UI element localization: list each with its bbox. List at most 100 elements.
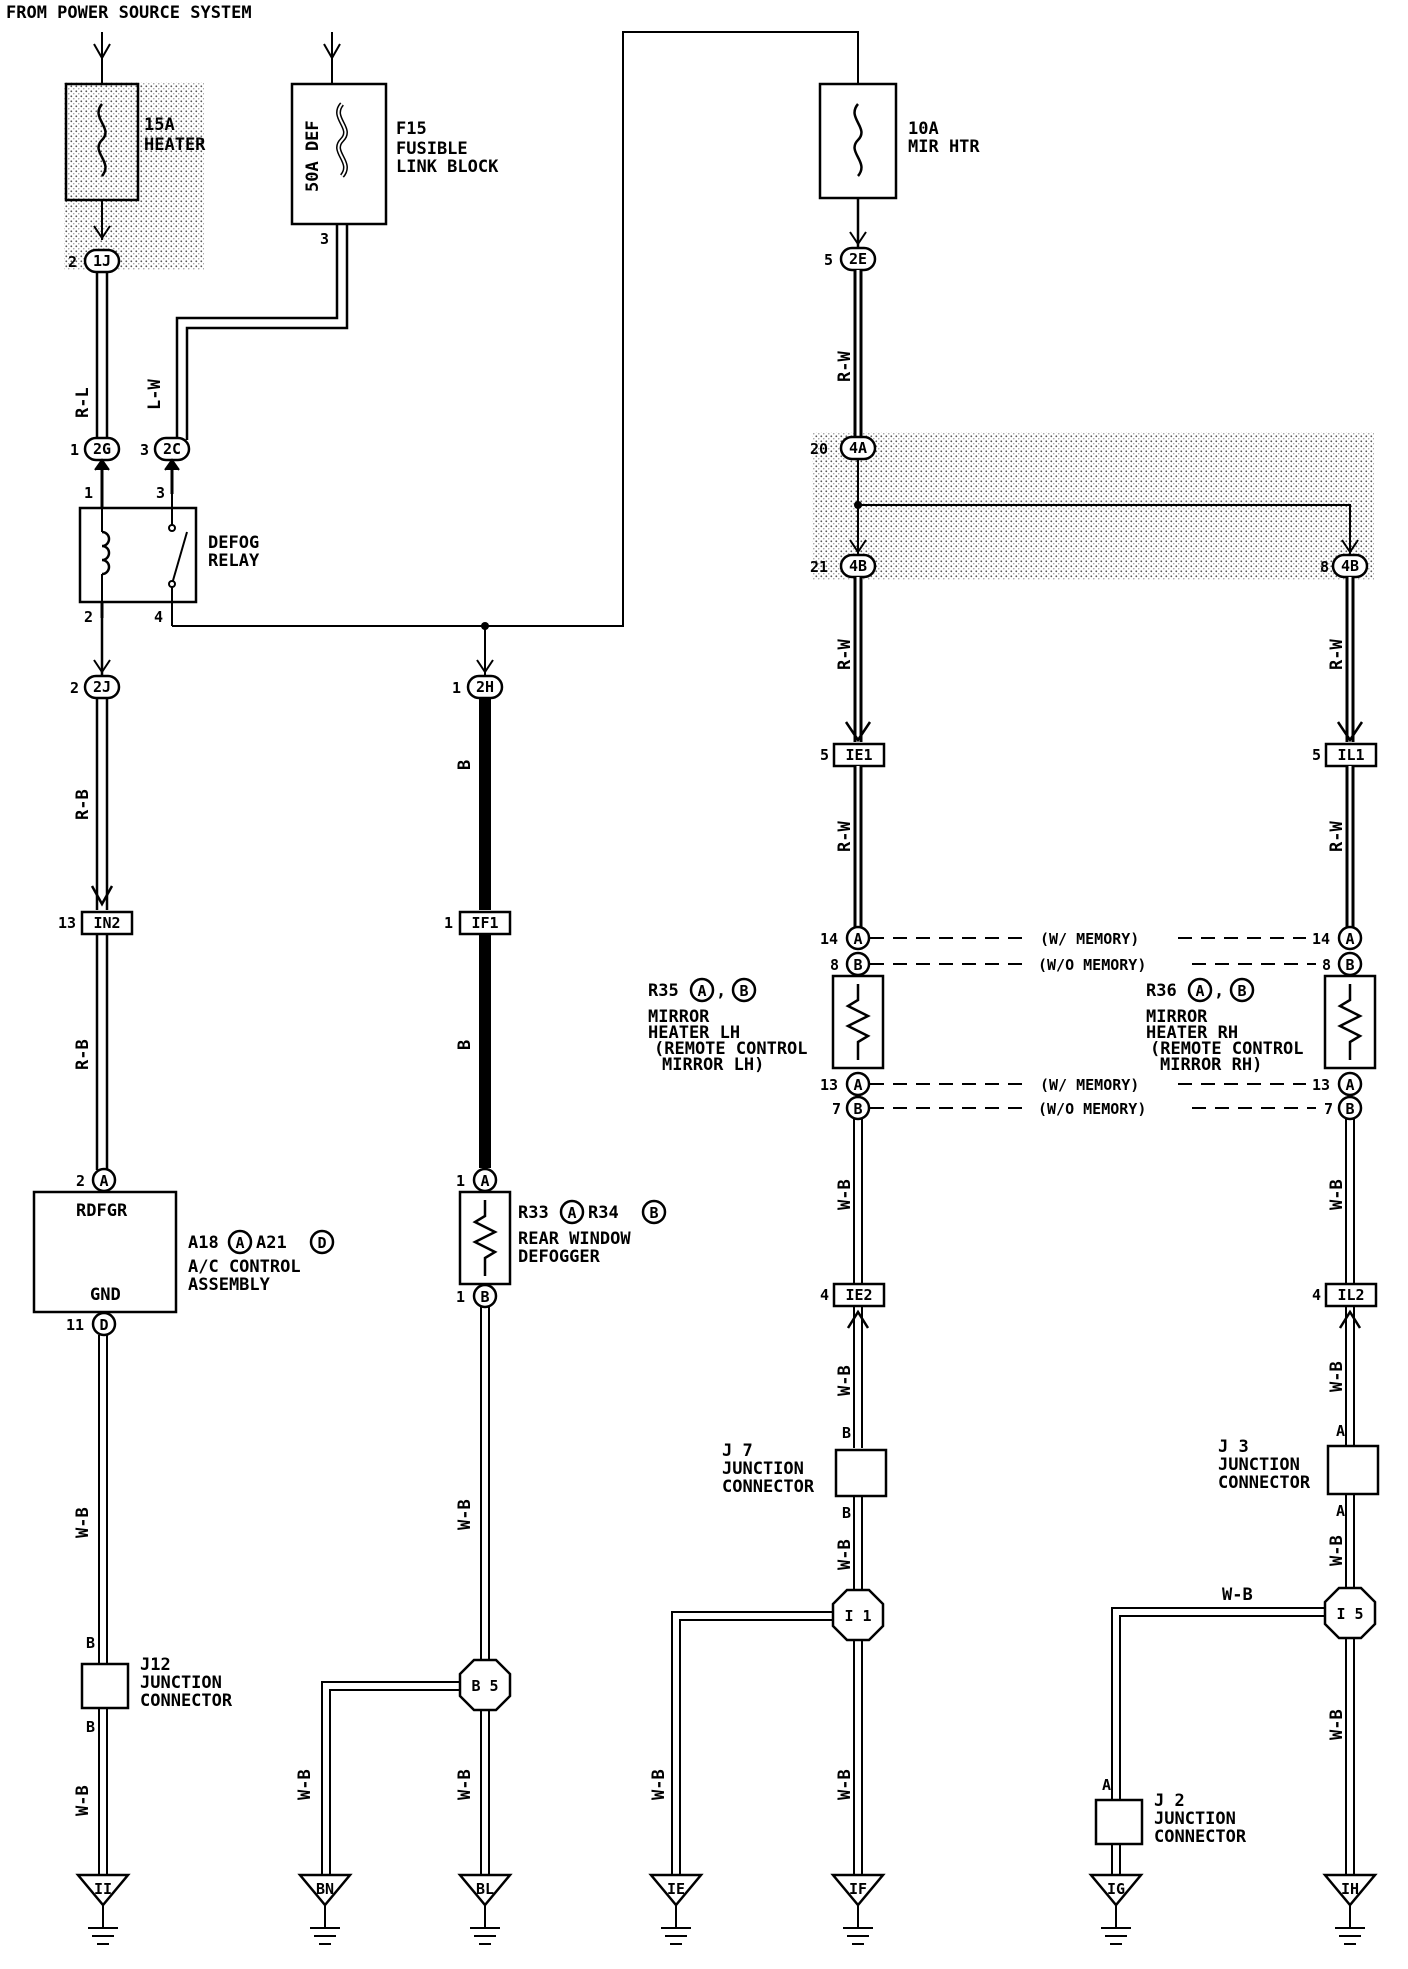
svg-text:IL2: IL2 <box>1337 1286 1364 1304</box>
svg-text:7: 7 <box>1324 1100 1333 1118</box>
fuse-heater <box>64 82 140 202</box>
svg-text:B: B <box>86 1634 95 1652</box>
svg-text:W-B: W-B <box>835 1539 855 1570</box>
svg-text:R-W: R-W <box>1327 821 1347 852</box>
fuse-heater-rating: 15A <box>144 115 175 135</box>
svg-text:B: B <box>86 1718 95 1736</box>
double-arrow-icon <box>1336 721 1364 743</box>
svg-text:A: A <box>853 930 862 948</box>
connector-IL2 <box>1324 1282 1378 1308</box>
wire-label-rw: R-W <box>835 351 855 382</box>
connector-2J <box>83 674 121 700</box>
svg-text:14: 14 <box>820 930 838 948</box>
svg-text:W-B: W-B <box>1327 1179 1347 1210</box>
svg-text:JUNCTION: JUNCTION <box>722 1459 804 1479</box>
svg-text:(W/O MEMORY): (W/O MEMORY) <box>1038 1100 1146 1118</box>
double-arrow-icon <box>90 885 114 907</box>
svg-text:4: 4 <box>820 1286 829 1304</box>
svg-text:W-B: W-B <box>835 1179 855 1210</box>
svg-text:A: A <box>235 1234 244 1252</box>
svg-text:13: 13 <box>1312 1076 1330 1094</box>
svg-text:2: 2 <box>76 1172 85 1190</box>
wire-label-rl: R-L <box>73 387 93 418</box>
svg-text:B: B <box>853 1100 862 1118</box>
svg-text:7: 7 <box>832 1100 841 1118</box>
svg-text:2: 2 <box>84 608 93 626</box>
fuse-icon <box>853 103 863 177</box>
svg-text:1: 1 <box>70 441 79 459</box>
svg-text:CONNECTOR: CONNECTOR <box>1218 1473 1311 1493</box>
svg-text:CONNECTOR: CONNECTOR <box>722 1477 815 1497</box>
svg-text:JUNCTION: JUNCTION <box>1154 1809 1236 1829</box>
svg-text:A: A <box>1345 930 1354 948</box>
svg-text:BN: BN <box>316 1880 334 1898</box>
svg-text:A: A <box>1195 982 1204 1000</box>
svg-text:R34: R34 <box>588 1203 619 1223</box>
svg-text:W-B: W-B <box>1327 1709 1347 1740</box>
svg-text:J 7: J 7 <box>722 1441 753 1461</box>
svg-text:A: A <box>1102 1776 1111 1794</box>
svg-text:R-W: R-W <box>835 821 855 852</box>
svg-text:RDFGR: RDFGR <box>76 1201 128 1221</box>
svg-text:B: B <box>853 956 862 974</box>
svg-text:B: B <box>1345 1100 1354 1118</box>
svg-text:FUSIBLE: FUSIBLE <box>396 139 468 159</box>
svg-text:JUNCTION: JUNCTION <box>1218 1455 1300 1475</box>
fuse-mir-rating: 10A <box>908 119 939 139</box>
ground-BN <box>297 1873 353 1907</box>
svg-text:A: A <box>1345 1076 1354 1094</box>
svg-text:2: 2 <box>68 253 77 271</box>
svg-text:IE: IE <box>667 1880 685 1898</box>
svg-text:4A: 4A <box>849 439 867 457</box>
svg-text:5: 5 <box>820 746 829 764</box>
svg-text:W-B: W-B <box>835 1769 855 1800</box>
svg-text:IH: IH <box>1341 1880 1359 1898</box>
svg-text:(W/ MEMORY): (W/ MEMORY) <box>1040 1076 1139 1094</box>
svg-text:8: 8 <box>1322 956 1331 974</box>
svg-text:J 3: J 3 <box>1218 1437 1249 1457</box>
svg-text:A: A <box>1336 1502 1345 1520</box>
svg-text:J 2: J 2 <box>1154 1791 1185 1811</box>
svg-text:D: D <box>99 1316 108 1334</box>
ground-IF <box>830 1873 886 1907</box>
svg-text:(REMOTE CONTROL: (REMOTE CONTROL <box>1150 1039 1304 1059</box>
svg-text:DEFOG: DEFOG <box>208 533 259 553</box>
svg-text:W-B: W-B <box>1222 1585 1253 1605</box>
svg-text:B: B <box>1237 982 1246 1000</box>
svg-text:B: B <box>842 1504 851 1522</box>
svg-text:R36: R36 <box>1146 981 1177 1001</box>
fuse-def-rating: 50A DEF <box>303 120 323 192</box>
svg-text:5: 5 <box>1312 746 1321 764</box>
svg-text:A: A <box>697 982 706 1000</box>
svg-text:1: 1 <box>456 1172 465 1190</box>
w-memory-label: (W/ MEMORY) <box>1040 930 1139 948</box>
arrow-down-icon <box>1341 539 1359 554</box>
svg-text:MIRROR: MIRROR <box>648 1007 710 1027</box>
fuse-def-id: F15 <box>396 119 427 139</box>
svg-text:W-B: W-B <box>1327 1361 1347 1392</box>
double-arrow-icon <box>844 721 872 743</box>
svg-text:I 5: I 5 <box>1336 1605 1363 1623</box>
svg-text:W-B: W-B <box>1327 1535 1347 1566</box>
svg-text:A: A <box>853 1076 862 1094</box>
svg-text:8: 8 <box>830 956 839 974</box>
junction-j7 <box>834 1448 888 1498</box>
arrow-down-icon <box>93 225 111 240</box>
svg-text:2H: 2H <box>476 678 494 696</box>
svg-text:1: 1 <box>84 484 93 502</box>
svg-text:A: A <box>480 1172 489 1190</box>
svg-text:A21: A21 <box>256 1233 287 1253</box>
splice-i5 <box>1323 1586 1377 1640</box>
svg-text:MIRROR LH): MIRROR LH) <box>662 1055 764 1075</box>
svg-text:IF: IF <box>849 1880 867 1898</box>
fuse-mir-name: MIR HTR <box>908 137 980 157</box>
svg-text:8: 8 <box>1320 558 1329 576</box>
connector-IE2 <box>832 1282 886 1308</box>
svg-text:A: A <box>99 1172 108 1190</box>
svg-text:IG: IG <box>1107 1880 1125 1898</box>
defog-relay <box>78 506 198 604</box>
svg-text:A: A <box>567 1204 576 1222</box>
svg-text:2: 2 <box>70 679 79 697</box>
svg-text:R-B: R-B <box>73 1039 93 1070</box>
